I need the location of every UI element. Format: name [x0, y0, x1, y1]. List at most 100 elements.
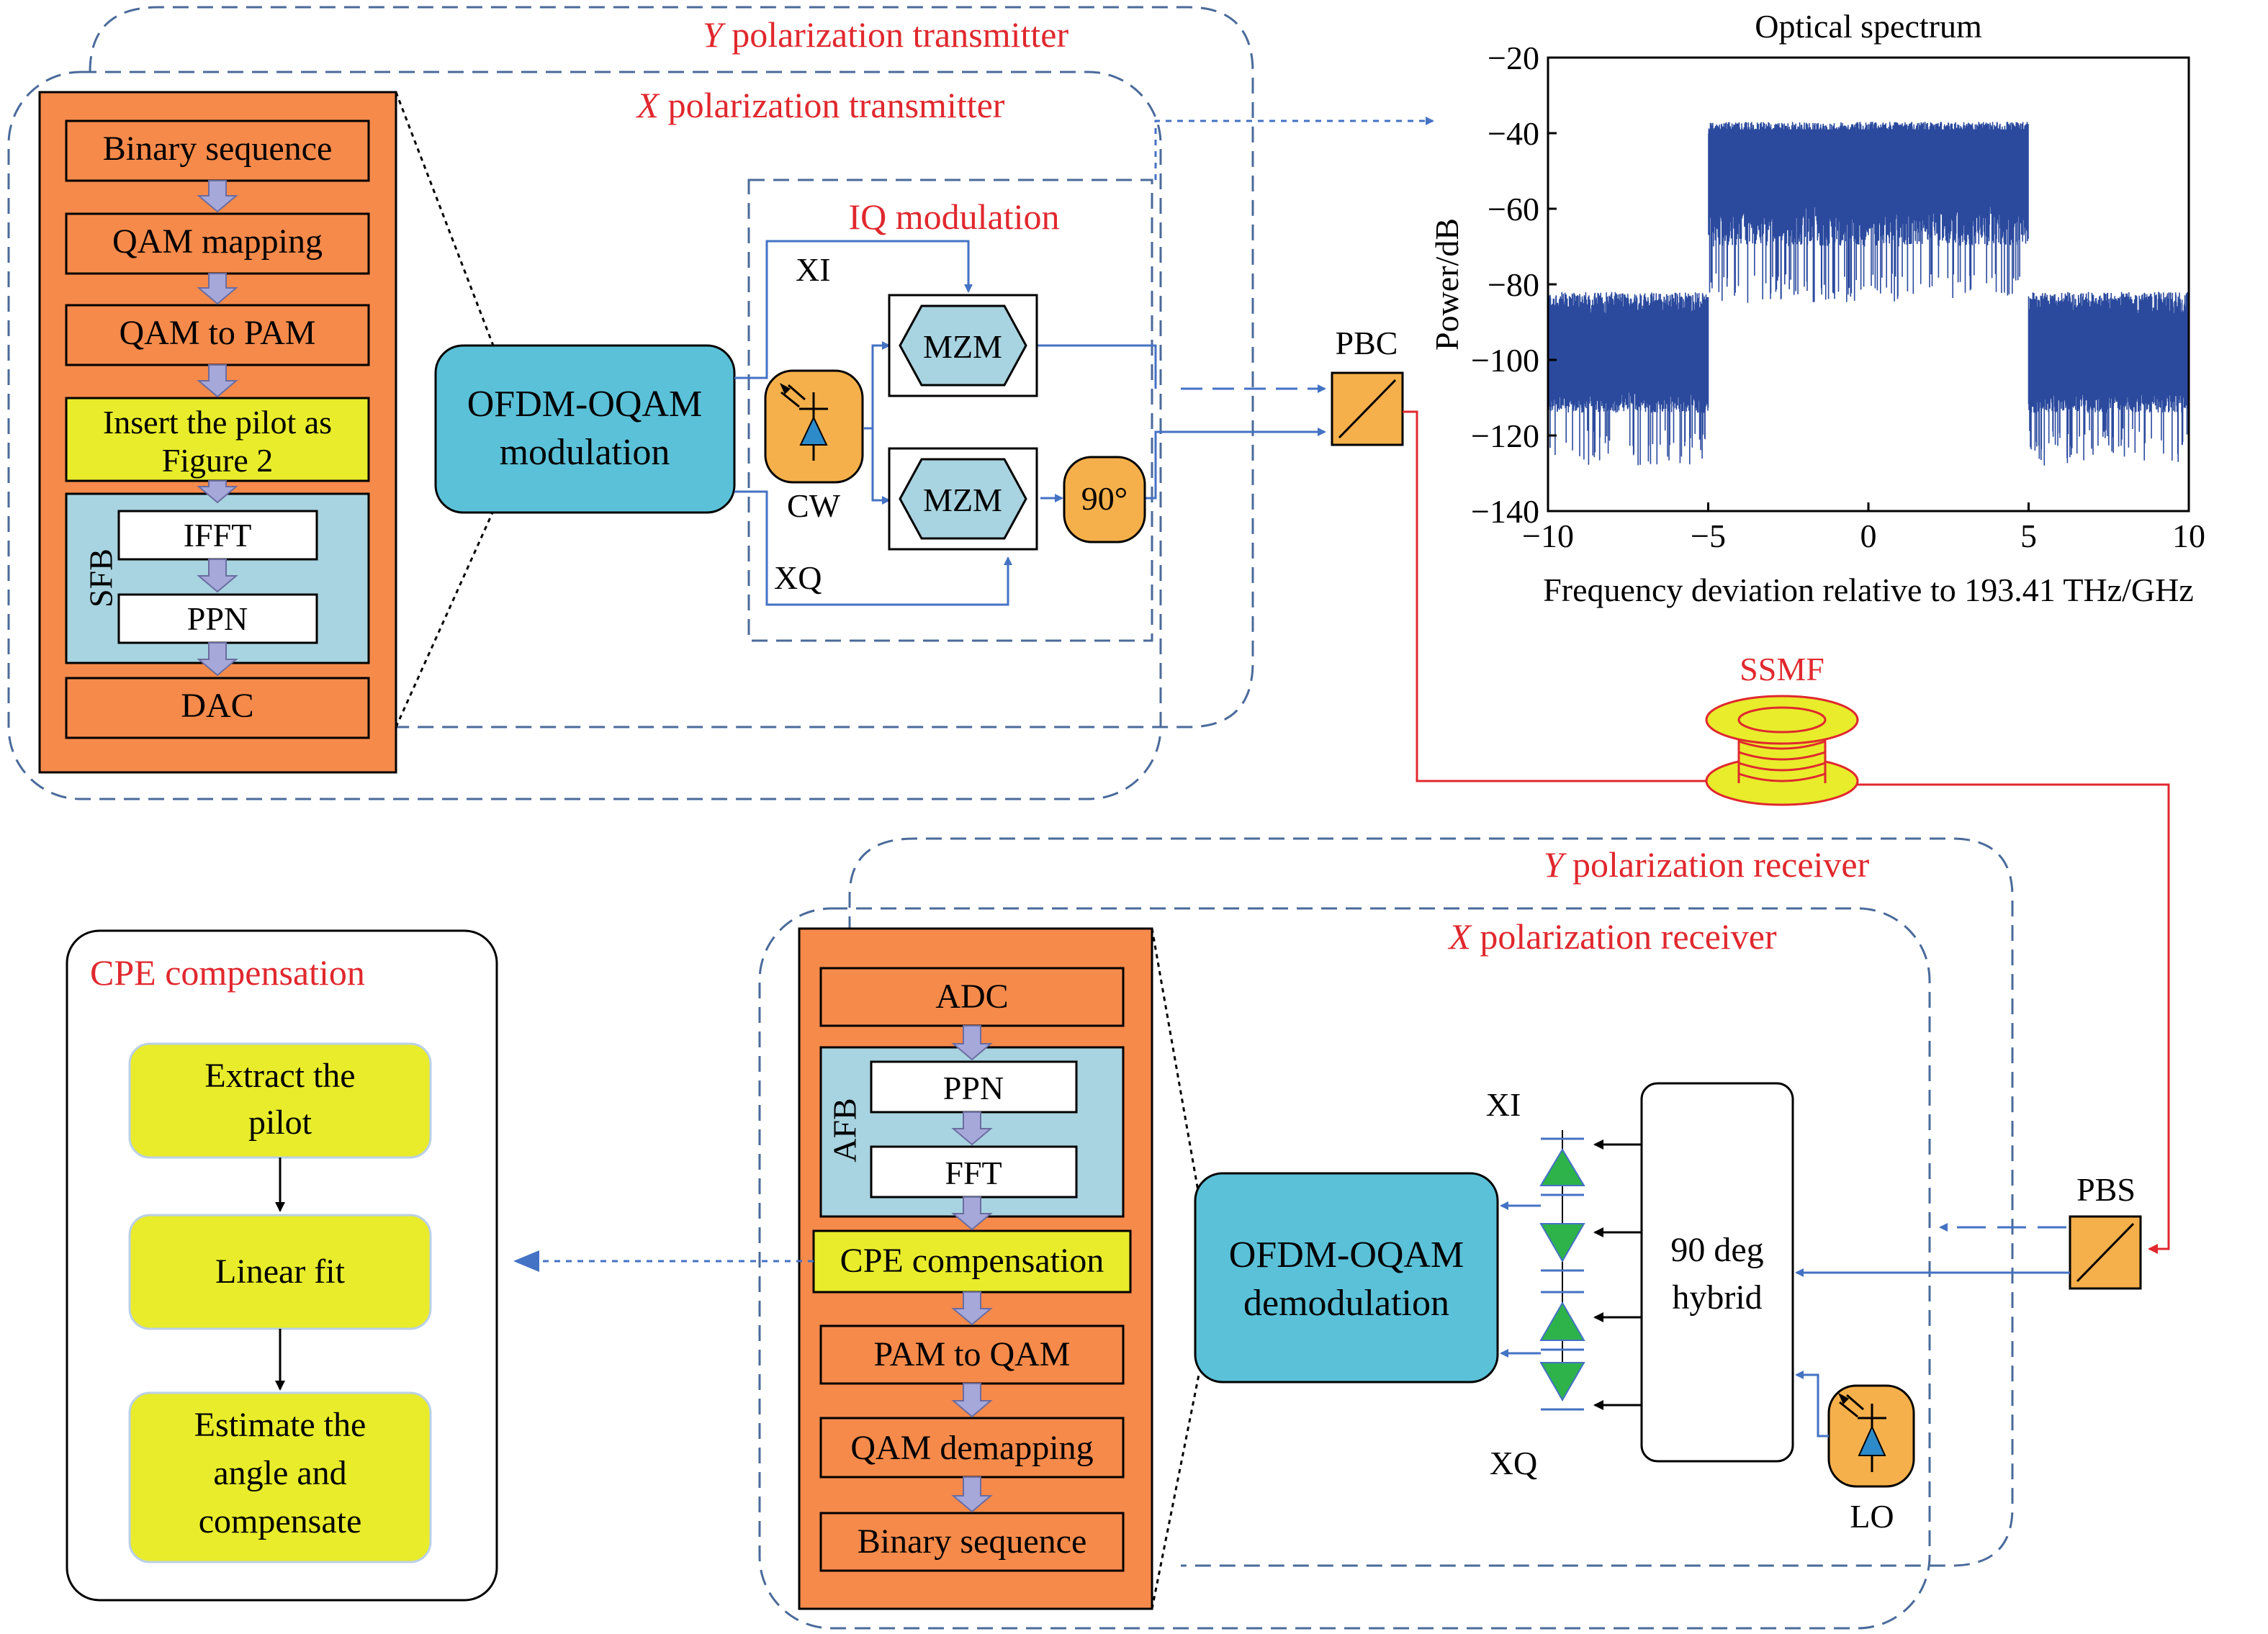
pam-to-qam-block: [819, 1324, 1125, 1385]
rx-xi-label: XI: [1486, 1086, 1521, 1123]
ppn-rx-label: PPN: [943, 1070, 1004, 1106]
ppn-rx-block: [870, 1060, 1078, 1114]
x-pol-receiver-outline: [758, 907, 1931, 1630]
mzm-top-label: MZM: [923, 328, 1002, 365]
spectrum-plot-area: [1548, 122, 2189, 466]
chart-title: Optical spectrum: [1755, 8, 1982, 45]
dac-label: DAC: [181, 687, 253, 725]
y-pol-receiver-outline: [848, 837, 2014, 1567]
fiber-line-in: [1403, 410, 1706, 782]
cpe-compensation-panel: CPE compensation Extract the pilot Linea…: [66, 929, 498, 1602]
y-axis-label: Power/dB: [1428, 218, 1465, 351]
estimate-angle-block: [128, 1391, 432, 1563]
estimate-angle-label-line1: Estimate the: [194, 1406, 366, 1444]
x-tick-label: 0: [1860, 518, 1877, 554]
pbc-splitter-icon: [1338, 379, 1397, 439]
mzm-bottom-hexagon: [899, 458, 1027, 540]
ofdm-oqam-demodulation-block: [1194, 1172, 1499, 1384]
balanced-photodiodes-icon: [1539, 1130, 1585, 1411]
x-tick-label: −10: [1522, 518, 1574, 554]
y-tick-label: −40: [1488, 115, 1539, 152]
cw-label: CW: [787, 487, 841, 524]
tx-binary-sequence-block: [65, 119, 370, 182]
linear-fit-label: Linear fit: [215, 1252, 346, 1291]
x-tick-label: 10: [2172, 518, 2205, 554]
lo-label: LO: [1850, 1498, 1894, 1535]
y-tick-label: −120: [1471, 417, 1539, 454]
dac-block: [65, 677, 370, 739]
pbc-label: PBC: [1336, 325, 1398, 361]
iq-modulation-title: IQ modulation: [848, 197, 1059, 237]
spectrum-monitor-arrow: [1154, 117, 1434, 180]
y-tick-label: −100: [1471, 342, 1539, 379]
rx-flow-arrows: [951, 1025, 993, 1513]
y-tick-label: −80: [1488, 266, 1539, 303]
tx-binary-sequence-label: Binary sequence: [103, 130, 333, 168]
fiber-link: SSMF: [1403, 410, 2170, 1254]
x-pol-transmitter-outline: [7, 71, 1162, 800]
pam-to-qam-label: PAM to QAM: [874, 1335, 1071, 1373]
rx-zoom-line-bottom: [1151, 1374, 1200, 1610]
receiver: Y polarization receiver X polarization r…: [513, 837, 2142, 1630]
noise-floor-right-band: [2028, 322, 2189, 360]
estimate-angle-label-line2: angle and: [213, 1454, 346, 1492]
tx-insert-pilot-block: [65, 397, 370, 482]
tx-flow-arrows: [197, 180, 238, 677]
x-tick-label: −5: [1691, 518, 1726, 554]
fft-block: [870, 1145, 1078, 1199]
mzm-top-hexagon: [899, 304, 1027, 387]
hybrid-90deg-block: [1640, 1082, 1794, 1463]
qam-demapping-block: [819, 1417, 1125, 1479]
tx-zoom-line-bottom: [395, 510, 495, 728]
ppn-tx-block: [117, 593, 318, 644]
tx-qam-to-pam-block: [65, 304, 370, 366]
ssmf-label: SSMF: [1740, 651, 1824, 687]
tx-qam-mapping-label: QAM mapping: [112, 222, 323, 261]
signal-band-body: [1708, 129, 2029, 186]
pbs-splitter-icon: [2076, 1222, 2135, 1283]
cw-laser-diode-icon: [780, 383, 828, 461]
ppn-tx-label: PPN: [187, 600, 248, 637]
rx-xq-label: XQ: [1490, 1445, 1537, 1481]
phase-shifter-block: [1063, 456, 1146, 543]
x-pol-receiver-title: X polarization receiver: [1447, 916, 1777, 957]
qam-demapping-label: QAM demapping: [850, 1429, 1093, 1467]
phase-shifter-label: 90°: [1081, 480, 1128, 517]
lo-to-hybrid-line: [1795, 1371, 1829, 1437]
ofdm-demod-label-line1: OFDM-OQAM: [1229, 1234, 1464, 1276]
lo-laser-diode-icon: [1838, 1393, 1886, 1472]
ssmf-spool-icon: [1705, 695, 1859, 806]
hybrid-label-line1: 90 deg: [1670, 1231, 1763, 1269]
ofdm-oqam-modulation-block: [434, 344, 736, 514]
cpe-panel-title: CPE compensation: [90, 952, 365, 993]
rx-zoom-line-top: [1151, 928, 1200, 1196]
ofdm-mod-label-line2: modulation: [500, 432, 670, 473]
y-tick-label: −140: [1471, 493, 1539, 530]
transmitter: Y polarization transmitter X polarizatio…: [7, 6, 1434, 800]
y-tick-label: −20: [1488, 40, 1539, 76]
adc-label: ADC: [935, 978, 1008, 1016]
tx-insert-pilot-label-line2: Figure 2: [162, 442, 274, 479]
pbs-label: PBS: [2076, 1171, 2136, 1208]
hybrid-to-pd-arrows: [1593, 1139, 1642, 1410]
fft-label: FFT: [945, 1155, 1002, 1191]
rx-binary-sequence-label: Binary sequence: [858, 1522, 1087, 1561]
ofdm-demod-label-line2: demodulation: [1243, 1283, 1449, 1324]
y-pol-transmitter-title: Y polarization transmitter: [703, 14, 1069, 55]
tx-xq-label: XQ: [774, 559, 822, 596]
x-axis-label: Frequency deviation relative to 193.41 T…: [1543, 572, 2194, 608]
ifft-label: IFFT: [184, 517, 252, 554]
y-pol-receiver-title: Y polarization receiver: [1544, 844, 1870, 885]
estimate-angle-label-line3: compensate: [199, 1502, 362, 1540]
tx-xi-label: XI: [796, 251, 831, 288]
extract-pilot-label-line1: Extract the: [204, 1057, 355, 1095]
extract-pilot-label-line2: pilot: [248, 1103, 312, 1142]
iq-modulation-outline: [747, 179, 1153, 642]
mzm-bottom-label: MZM: [923, 482, 1002, 518]
y-tick-label: −60: [1488, 191, 1539, 227]
hybrid-label-line2: hybrid: [1672, 1278, 1762, 1317]
ofdm-mod-label-line1: OFDM-OQAM: [467, 384, 702, 425]
